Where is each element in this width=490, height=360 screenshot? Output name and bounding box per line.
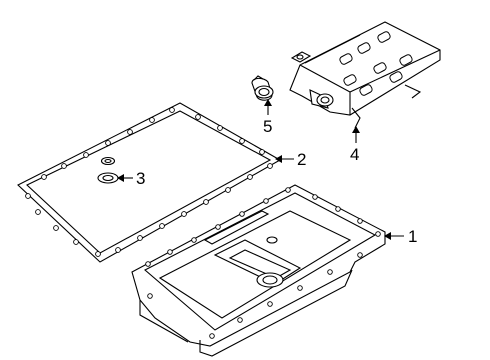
callout-4: 4 bbox=[350, 145, 359, 164]
callout-3: 3 bbox=[136, 169, 145, 188]
callout-leaders bbox=[117, 99, 404, 240]
callout-1: 1 bbox=[408, 227, 417, 246]
callout-2: 2 bbox=[297, 150, 306, 169]
drain-plug-seal bbox=[98, 158, 118, 184]
transmission-filter bbox=[290, 22, 440, 128]
callout-5: 5 bbox=[263, 117, 272, 136]
filter-seal bbox=[252, 76, 273, 100]
transmission-oil-pan bbox=[132, 185, 385, 356]
